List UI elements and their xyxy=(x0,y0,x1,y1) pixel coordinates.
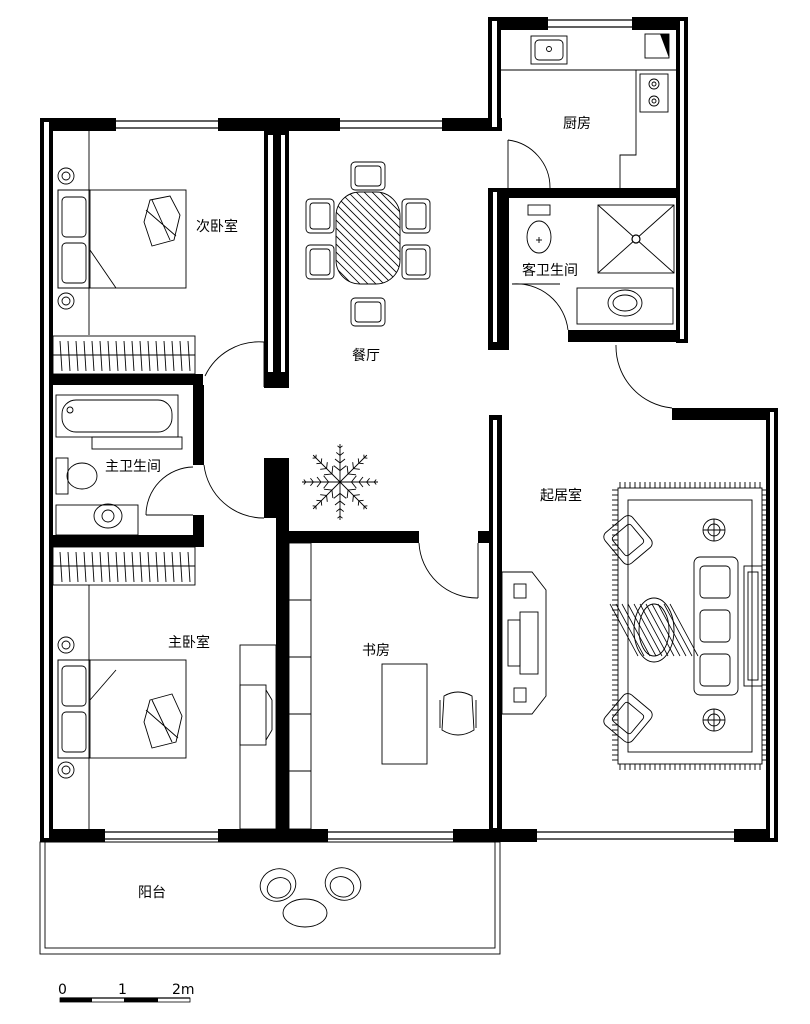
label-balcony: 阳台 xyxy=(138,885,166,901)
second-bedroom-furniture xyxy=(52,131,196,583)
label-guest-bath: 客卫生间 xyxy=(522,262,578,279)
master-bedroom-furniture xyxy=(52,546,277,830)
room-labels: 厨房 次卧室 餐厅 客卫生间 主卫生间 起居室 主卧室 书房 阳台 xyxy=(105,116,591,901)
dining-furniture xyxy=(302,161,431,520)
kitchen-fixtures xyxy=(501,33,676,195)
scale-tick-2m: 2m xyxy=(172,982,195,998)
label-kitchen: 厨房 xyxy=(563,116,591,132)
scale-tick-0: 0 xyxy=(58,982,67,998)
label-master-bath: 主卫生间 xyxy=(105,459,161,475)
master-bath-fixtures xyxy=(55,394,183,536)
label-second-bedroom: 次卧室 xyxy=(196,218,238,235)
doors xyxy=(145,139,673,599)
label-living: 起居室 xyxy=(540,487,582,504)
balcony xyxy=(39,841,501,955)
living-furniture xyxy=(501,482,768,770)
label-master-bedroom: 主卧室 xyxy=(168,634,210,651)
label-dining: 餐厅 xyxy=(352,348,380,364)
guest-bath-fixtures xyxy=(526,204,675,325)
scale-bar: 0 1 2m xyxy=(58,982,195,1003)
study-furniture xyxy=(288,542,477,830)
windows xyxy=(105,19,734,840)
label-study: 书房 xyxy=(362,643,390,659)
wall-cores xyxy=(44,21,774,838)
scale-tick-1: 1 xyxy=(118,982,127,998)
exterior-walls xyxy=(40,17,778,842)
